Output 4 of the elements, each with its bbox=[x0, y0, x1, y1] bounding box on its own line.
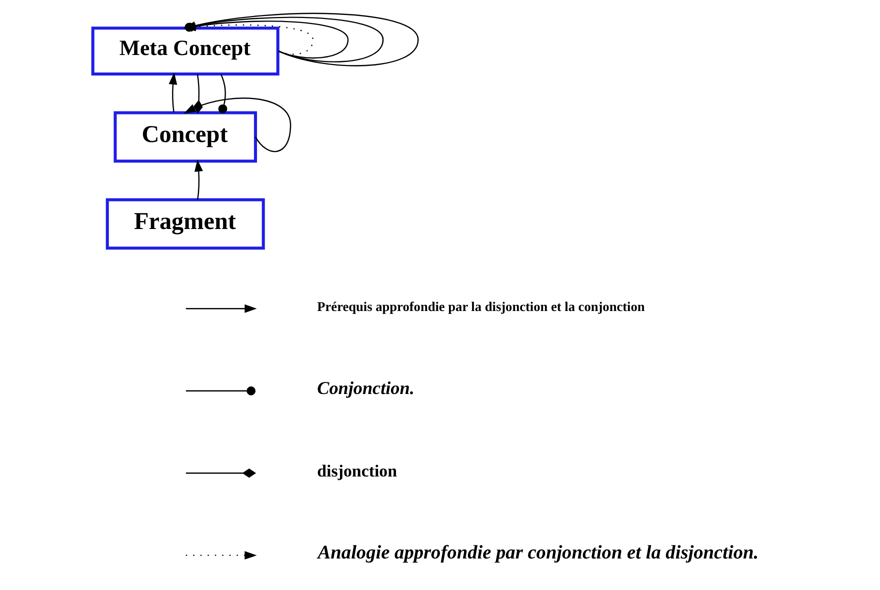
legend-label: Prérequis approfondie par la disjonction et la conjonction bbox=[316, 298, 644, 314]
legend-label: Conjonction. bbox=[316, 378, 414, 398]
legend-label: disjonction bbox=[316, 461, 397, 480]
legend-label: Analogie approfondie par conjonction et la disjonction. bbox=[317, 542, 758, 564]
